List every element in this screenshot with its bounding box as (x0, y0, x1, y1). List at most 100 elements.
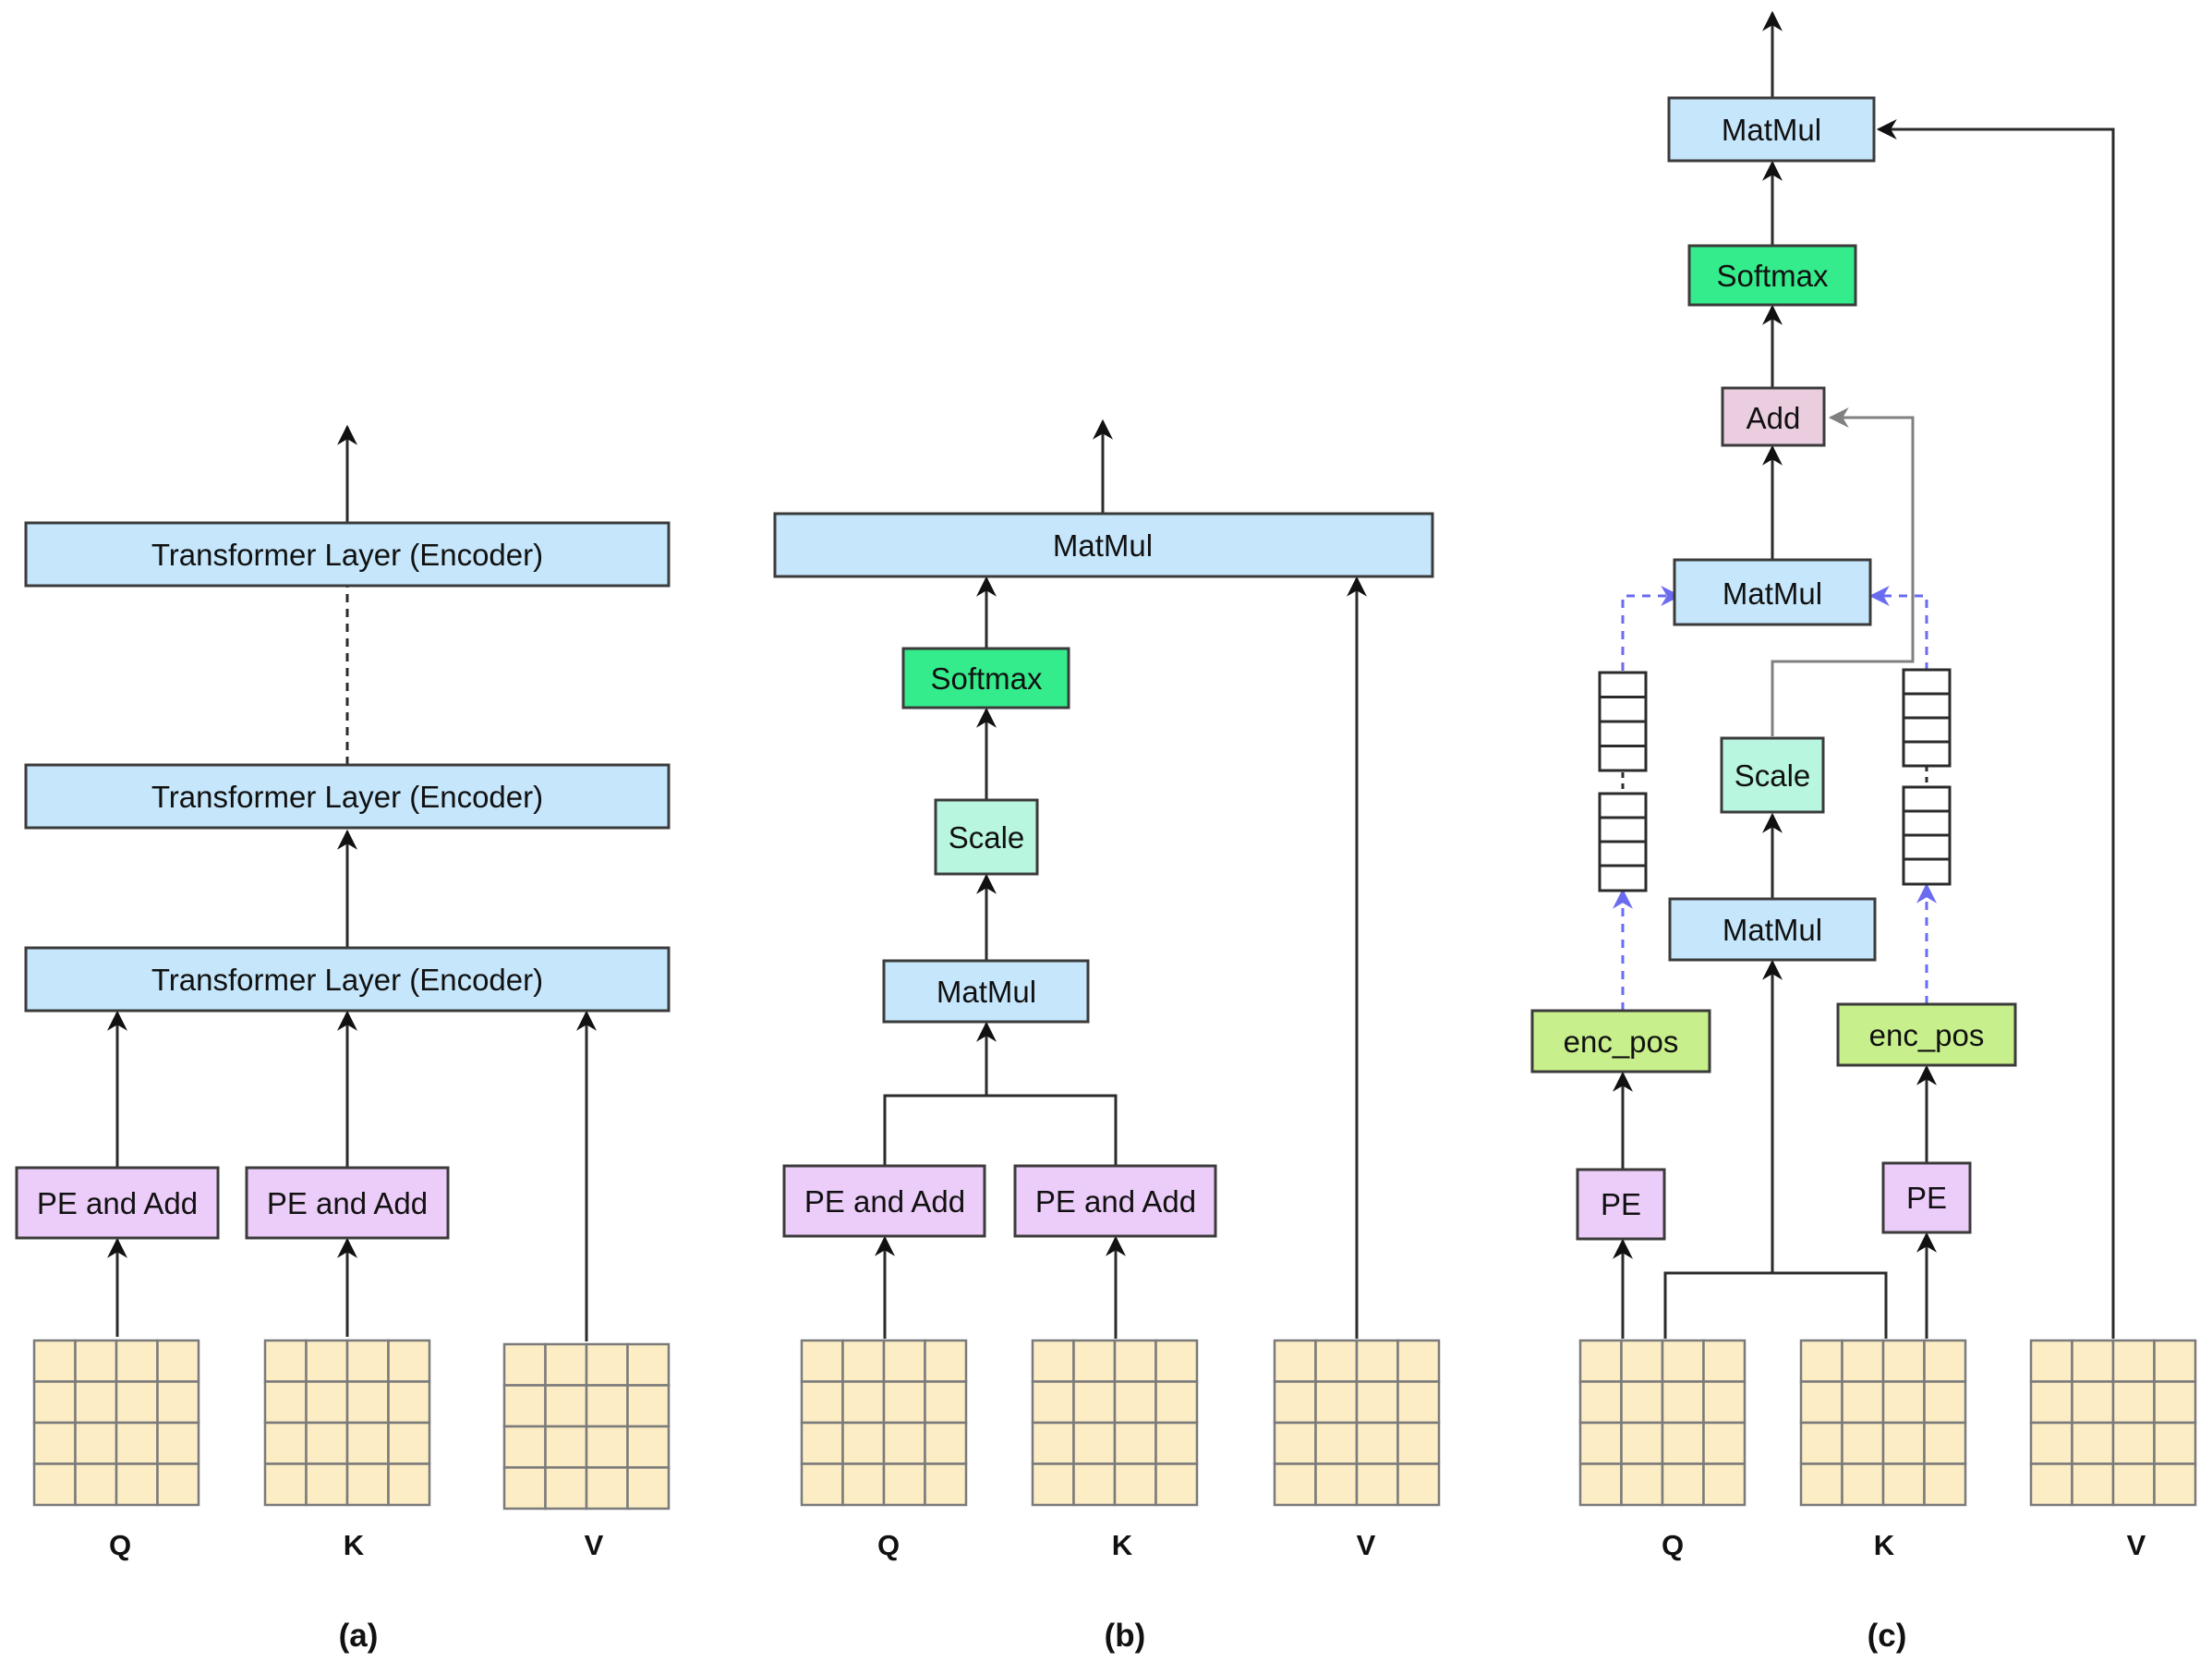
matrix-cell (626, 1342, 671, 1387)
vector-stacks (1598, 668, 1952, 892)
matrix-cell (1113, 1339, 1157, 1383)
matrix-cell (1314, 1421, 1359, 1465)
scale-label: Scale (1735, 758, 1811, 793)
add-label: Add (1747, 401, 1801, 435)
matrix-cell (387, 1462, 431, 1507)
matrix-cell (1578, 1339, 1623, 1383)
matrix-cell (74, 1339, 118, 1383)
matrix-cell (345, 1462, 390, 1507)
matrix-cell (1620, 1462, 1664, 1507)
matrix-cell (74, 1421, 118, 1465)
panel-c-pe-k: PE (1881, 1161, 1972, 1234)
matrix-cell (1031, 1380, 1075, 1425)
panel-c-encpos-k: enc_pos (1836, 1002, 2017, 1067)
matrix-cell (800, 1462, 844, 1507)
matrix-cell (32, 1339, 77, 1383)
matrix-cell (1923, 1462, 1967, 1507)
matrix-cell (2071, 1421, 2115, 1465)
panel-b-pe-q: PE and Add (782, 1164, 986, 1238)
matrix-cell (263, 1421, 308, 1465)
matrix-cell (1578, 1380, 1623, 1425)
matrix-cell (387, 1339, 431, 1383)
matrix-cell (1881, 1421, 1926, 1465)
panel-a-label-v: V (585, 1529, 604, 1561)
matrix-cell (585, 1342, 629, 1387)
matrix-cell (1113, 1462, 1157, 1507)
matrix-cell (1113, 1421, 1157, 1465)
matrix-cell (1154, 1462, 1199, 1507)
matrix-cell (387, 1421, 431, 1465)
matrix-cell (2111, 1380, 2156, 1425)
encoder-bottom-label: Transformer Layer (Encoder) (151, 963, 543, 997)
dashed-c-vector-k-to-matmul (1868, 586, 1928, 671)
panel-a-matrix-k (263, 1339, 431, 1507)
matrix-cell (2029, 1380, 2073, 1425)
panel-c-add: Add (1721, 386, 1826, 447)
matrix-cell (1881, 1339, 1926, 1383)
matrix-cell (502, 1342, 547, 1387)
matrix-cell (502, 1425, 547, 1469)
matrix-cell (345, 1380, 390, 1425)
matrix-cell (74, 1380, 118, 1425)
matrix-cell (626, 1466, 671, 1510)
connectors (107, 10, 2115, 1341)
matrix-cell (2153, 1380, 2197, 1425)
matrix-cell (882, 1421, 926, 1465)
matrix-cell (1031, 1462, 1075, 1507)
matrix-cell (2111, 1462, 2156, 1507)
matrix-cell (1355, 1339, 1399, 1383)
vector-k-lower (1902, 785, 1952, 886)
matrix-cell (1841, 1462, 1885, 1507)
matrix-cell (1661, 1339, 1705, 1383)
matrix-cell (1314, 1339, 1359, 1383)
panel-captions: (a) (b) (c) (339, 1618, 1907, 1654)
matrix-cell (1154, 1421, 1199, 1465)
matrix-cell (32, 1380, 77, 1425)
matrix-cell (1072, 1339, 1117, 1383)
input-matrices (32, 1339, 2197, 1510)
panel-b-matmul-bottom: MatMul (882, 959, 1090, 1024)
matrix-cell (115, 1380, 159, 1425)
matrix-cell (800, 1421, 844, 1465)
matrix-cell (1072, 1462, 1117, 1507)
matrix-cell (544, 1466, 588, 1510)
panel-b-scale: Scale (934, 798, 1039, 876)
caption-c: (c) (1868, 1618, 1907, 1654)
matrix-cell (1154, 1339, 1199, 1383)
matrix-cell (1702, 1462, 1747, 1507)
matrix-cell (924, 1380, 968, 1425)
matrix-cell (345, 1339, 390, 1383)
panel-b-pe-k: PE and Add (1013, 1164, 1217, 1238)
matrix-cell (841, 1421, 886, 1465)
boxes: Transformer Layer (Encoder) Transformer … (15, 96, 2017, 1241)
matrix-cell (263, 1380, 308, 1425)
matrix-cell (32, 1462, 77, 1507)
panel-c-matmul-top: MatMul (1667, 96, 1876, 163)
matrix-cell (305, 1380, 349, 1425)
matrix-cell (1881, 1380, 1926, 1425)
matrix-cell (305, 1462, 349, 1507)
matrix-cell (1620, 1339, 1664, 1383)
matmul-bottom-label: MatMul (937, 975, 1036, 1009)
matrix-cell (1273, 1339, 1317, 1383)
matrix-cell (1396, 1380, 1441, 1425)
matrix-cell (1314, 1462, 1359, 1507)
matrix-cell (502, 1466, 547, 1510)
matrix-cell (1578, 1462, 1623, 1507)
matrix-cell (882, 1462, 926, 1507)
connector-b-pe-merge (883, 1094, 1118, 1166)
matmul-top-label: MatMul (1722, 113, 1821, 147)
pe-q-label: PE and Add (37, 1186, 198, 1220)
matrix-cell (2153, 1462, 2197, 1507)
panel-c-matrix-k (1799, 1339, 1967, 1507)
matrix-cell (1031, 1421, 1075, 1465)
panel-a-pe-k: PE and Add (245, 1166, 450, 1240)
matrix-cell (387, 1380, 431, 1425)
matrix-cell (544, 1384, 588, 1428)
caption-a: (a) (339, 1618, 379, 1654)
matrix-cell (1031, 1339, 1075, 1383)
panel-a-label-k: K (344, 1529, 365, 1561)
matrix-cell (502, 1384, 547, 1428)
panel-a-matrix-v (502, 1342, 671, 1510)
